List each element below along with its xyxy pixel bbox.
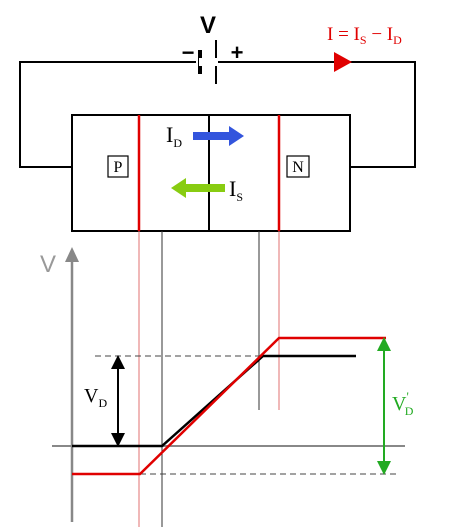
circuit-wire-right — [218, 61, 416, 168]
current-equation: I = IS − ID — [327, 24, 402, 47]
biased-potential-curve — [72, 336, 386, 476]
diffusion-current-label: IS — [229, 176, 243, 204]
drift-current-label: ID — [166, 122, 182, 150]
battery-voltage-label: V — [200, 12, 216, 39]
y-axis-arrow-icon — [65, 247, 79, 262]
circuit-wire-left — [19, 61, 196, 168]
current-direction-arrow-icon — [334, 52, 352, 72]
p-region-label-box — [107, 155, 129, 178]
potential-graph: V VD V'D — [40, 231, 414, 527]
vd-prime-label: V'D — [392, 389, 414, 418]
n-region-label-box — [286, 155, 310, 178]
p-region-label: P — [114, 159, 123, 176]
battery-plus-sign: + — [231, 40, 244, 65]
circuit: V − + I = IS − ID P N ID IS — [19, 12, 416, 232]
vd-label: VD — [84, 385, 107, 410]
diffusion-current-arrow-icon — [171, 178, 225, 198]
n-region-label: N — [292, 159, 304, 176]
battery-icon — [198, 40, 218, 84]
battery-minus-sign: − — [182, 40, 195, 65]
y-axis-label: V — [40, 251, 56, 278]
drift-current-arrow-icon — [193, 126, 244, 146]
